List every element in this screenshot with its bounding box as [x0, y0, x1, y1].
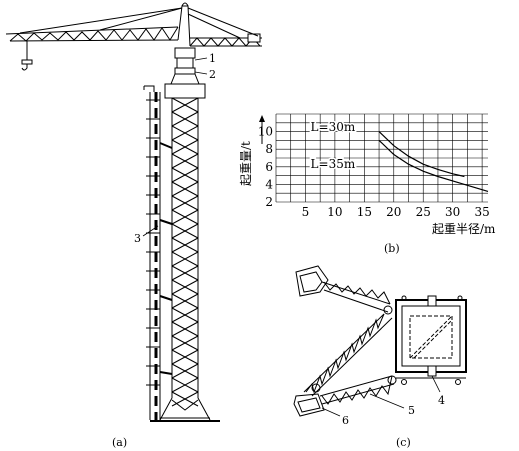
chart-x-tick-label: 5: [302, 205, 310, 219]
chart-series-label-1: L=30m: [311, 120, 356, 134]
caption-b: (b): [384, 242, 400, 255]
chart-series-line-2: [378, 139, 489, 192]
chart-x-axis-label: 起重半径/m: [432, 222, 496, 236]
chart-y-tick-label: 8: [265, 142, 273, 156]
part-label-2: 2: [209, 68, 216, 81]
tower-crane-elevation: [5, 2, 262, 422]
part-label-1: 1: [209, 52, 216, 65]
chart-series-label-2: L=35m: [311, 157, 356, 171]
chart-y-ticks: 2 4 6 8 10: [258, 125, 274, 209]
chart-y-tick-label: 10: [258, 125, 273, 139]
chart-series-line-1: [378, 131, 465, 178]
chart-x-tick-label: 35: [474, 205, 489, 219]
leader-lines-c: [321, 375, 441, 417]
caption-a: (a): [112, 436, 127, 449]
chart-x-tick-label: 15: [357, 205, 372, 219]
chart-x-tick-label: 10: [327, 205, 342, 219]
chart-y-tick-label: 2: [265, 195, 273, 209]
tie-plan-view: [293, 265, 467, 417]
chart-y-tick-label: 6: [265, 160, 273, 174]
chart-y-tick-label: 4: [265, 177, 273, 191]
y-arrow-head: [259, 115, 265, 122]
chart-x-tick-label: 20: [386, 205, 401, 219]
chart-grid: [275, 113, 488, 203]
chart-x-ticks: 5 10 15 20 25 30 35: [302, 205, 490, 219]
leader-lines-a: [142, 57, 208, 237]
part-label-6: 6: [342, 414, 349, 427]
chart-series-group: [378, 131, 489, 192]
chart-x-tick-label: 25: [416, 205, 431, 219]
part-label-5: 5: [408, 404, 415, 417]
part-label-4: 4: [438, 394, 445, 407]
building-floor-marks: [146, 99, 160, 386]
mast-lattice: [171, 97, 199, 407]
part-label-3: 3: [134, 232, 141, 245]
chart-y-axis-label: 起重量/t: [239, 141, 253, 186]
chart-x-tick-label: 30: [445, 205, 460, 219]
caption-c: (c): [396, 436, 411, 449]
